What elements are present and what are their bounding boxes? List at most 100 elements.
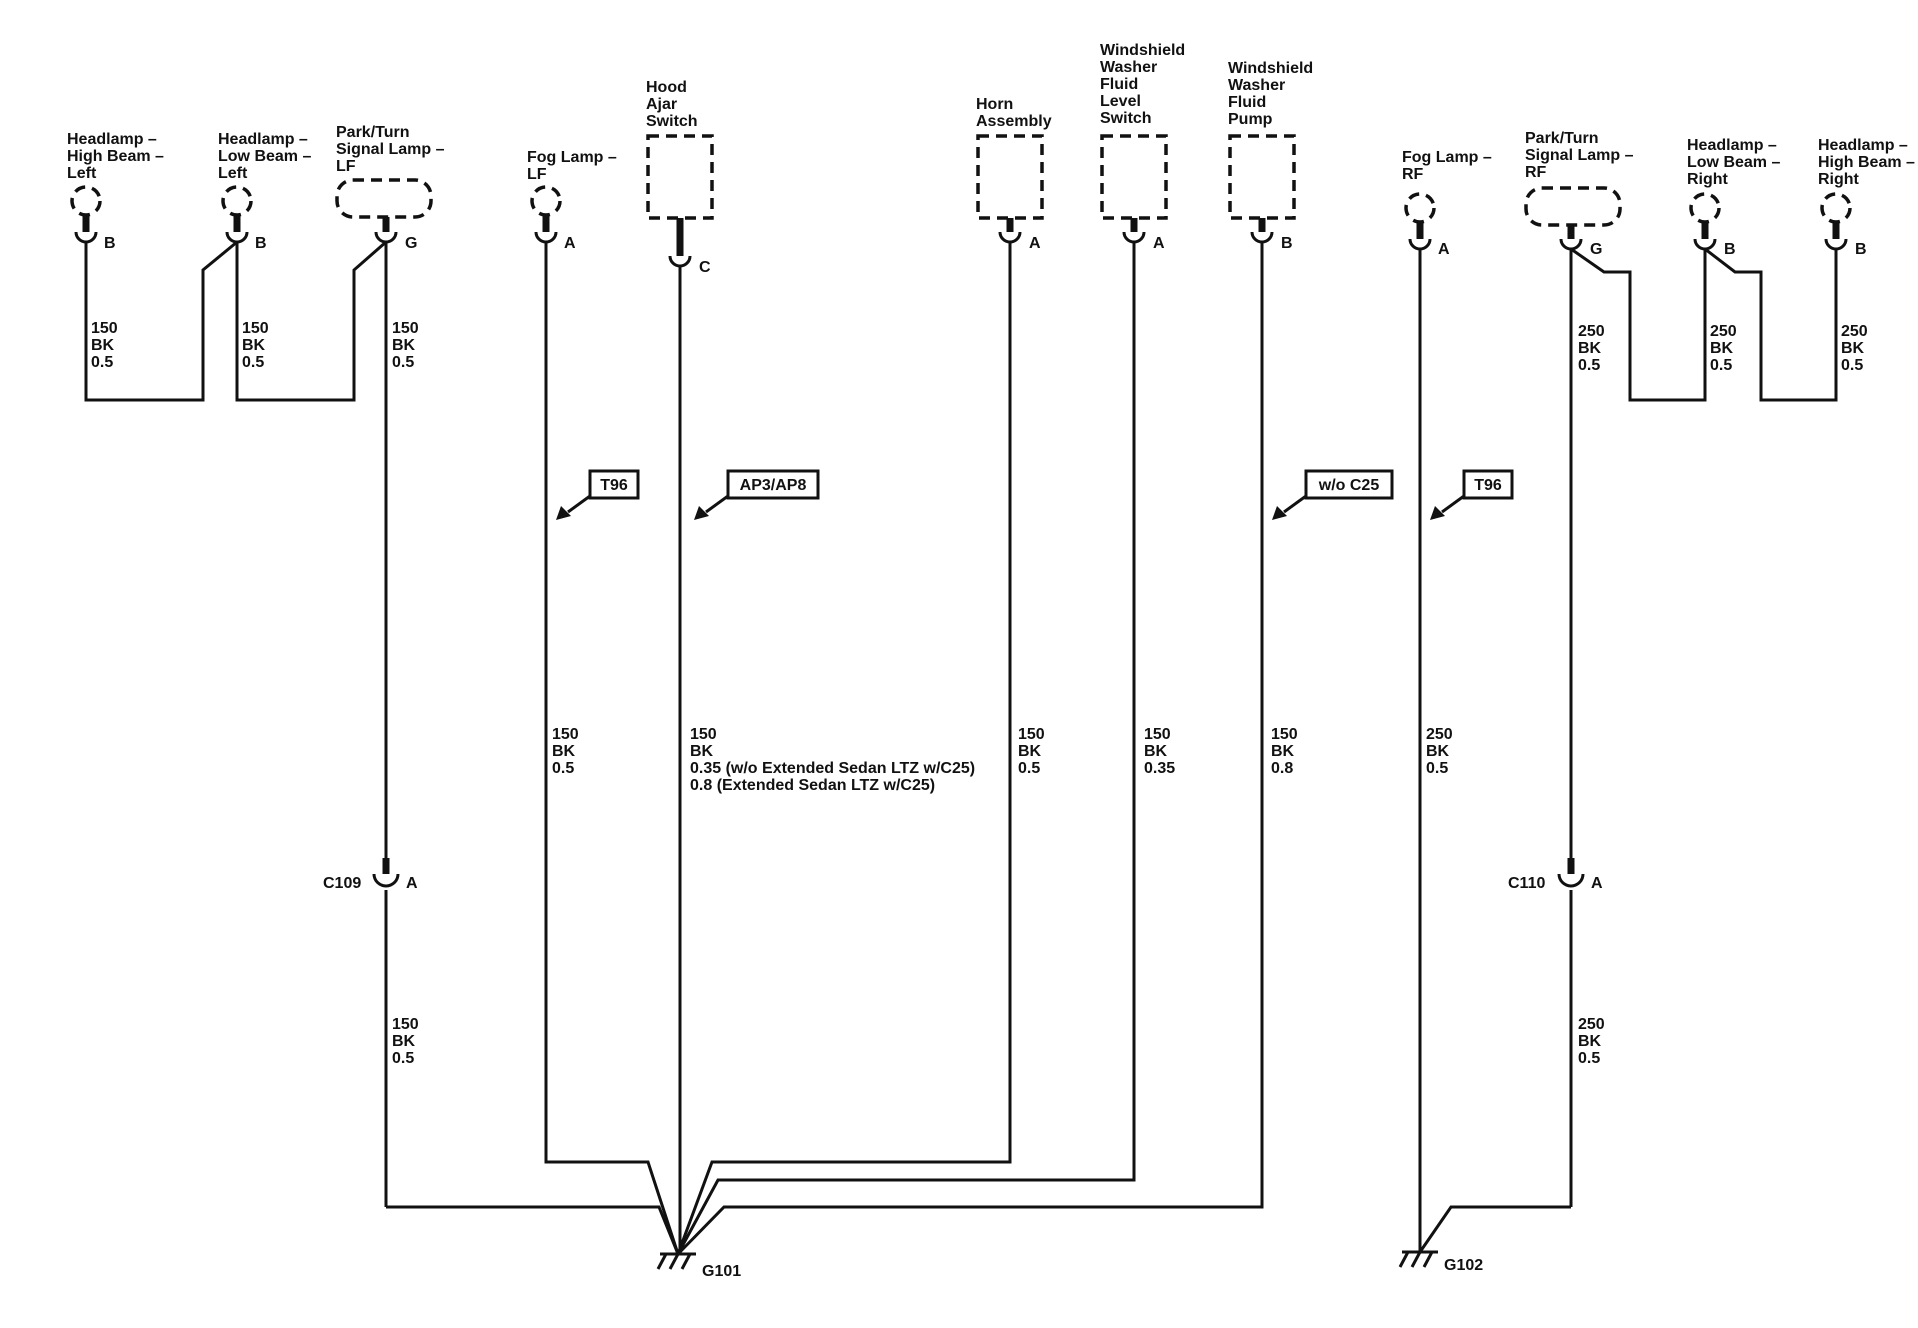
label-fog-lamp-rf: Fog Lamp –RF bbox=[1402, 149, 1492, 183]
pin-letter-fog-lamp-rf: A bbox=[1438, 241, 1450, 258]
park-turn-lf-symbol bbox=[335, 178, 433, 219]
label-line: RF bbox=[1402, 166, 1424, 183]
option-tag-fog-rf: T96 bbox=[1474, 477, 1502, 494]
label-line: BK bbox=[1144, 743, 1168, 760]
label-line: 0.35 (w/o Extended Sedan LTZ w/C25) bbox=[690, 760, 975, 777]
label-line: BK bbox=[690, 743, 714, 760]
horn-assembly-symbol bbox=[976, 134, 1044, 220]
label-line: Low Beam – bbox=[218, 148, 311, 165]
label-line: High Beam – bbox=[67, 148, 164, 165]
label-line: Horn bbox=[976, 96, 1013, 113]
label-line: 0.5 bbox=[392, 1050, 414, 1067]
option-tag-fog-lf: T96 bbox=[600, 477, 628, 494]
label-line: 150 bbox=[1018, 726, 1045, 743]
headlamp-high-beam-left-symbol bbox=[70, 185, 102, 217]
label-line: 0.5 bbox=[1426, 760, 1448, 777]
fog-lamp-lf-symbol bbox=[530, 185, 562, 217]
label-headlamp-low-beam-left: Headlamp –Low Beam –Left bbox=[218, 131, 311, 182]
label-line: Ajar bbox=[646, 96, 677, 113]
washer-level-switch-symbol bbox=[1100, 134, 1168, 220]
label-line: Right bbox=[1687, 171, 1729, 188]
label-fog-lamp-lf: Fog Lamp –LF bbox=[527, 149, 617, 183]
terminal-washer-pump bbox=[1250, 231, 1274, 244]
terminal-fog-lamp-rf bbox=[1408, 238, 1432, 251]
label-line: BK bbox=[1426, 743, 1450, 760]
pin-letter-park-turn-lf: G bbox=[405, 235, 417, 252]
headlamp-high-beam-right-symbol bbox=[1820, 192, 1852, 224]
label-line: 0.35 bbox=[1144, 760, 1175, 777]
label-line: BK bbox=[242, 337, 266, 354]
option-tag-pump-box bbox=[1304, 469, 1394, 500]
label-line: Fog Lamp – bbox=[527, 149, 617, 166]
terminal-headlamp-high-right bbox=[1824, 238, 1848, 251]
label-line: Headlamp – bbox=[1687, 137, 1777, 154]
label-line: 150 bbox=[552, 726, 579, 743]
wire-washer-level bbox=[676, 242, 1136, 1255]
ground-g102-symbol bbox=[1398, 1250, 1438, 1268]
label-line: 0.5 bbox=[552, 760, 574, 777]
label-line: BK bbox=[1018, 743, 1042, 760]
wire-headlamp-low-right bbox=[1570, 247, 1707, 402]
option-arrowhead-fog-rf bbox=[1430, 506, 1445, 520]
label-line: Low Beam – bbox=[1687, 154, 1780, 171]
label-line: Fluid bbox=[1228, 94, 1266, 111]
c109-name: C109 bbox=[323, 875, 361, 892]
label-line: 0.5 bbox=[1841, 357, 1863, 374]
c109-pin: A bbox=[406, 875, 418, 892]
label-line: Washer bbox=[1228, 77, 1285, 94]
c110-pin: A bbox=[1591, 875, 1603, 892]
label-line: BK bbox=[1271, 743, 1295, 760]
ground-g101-label: G101 bbox=[702, 1263, 741, 1280]
wire-headlamp-high-right bbox=[1704, 247, 1838, 402]
option-arrow-pump bbox=[1283, 494, 1307, 514]
label-line: 0.8 (Extended Sedan LTZ w/C25) bbox=[690, 777, 935, 794]
label-line: 150 bbox=[690, 726, 717, 743]
pin-letter-hood-ajar: C bbox=[699, 259, 711, 276]
pin-letter-park-turn-rf: G bbox=[1590, 241, 1602, 258]
label-line: 150 bbox=[91, 320, 118, 337]
label-headlamp-high-beam-left: Headlamp –High Beam –Left bbox=[67, 131, 164, 182]
option-arrow-hood bbox=[705, 494, 729, 514]
option-tag-fog-lf-box bbox=[588, 469, 640, 500]
ground-g102-label: G102 bbox=[1444, 1257, 1483, 1274]
terminal-headlamp-low-left bbox=[225, 231, 249, 244]
label-line: BK bbox=[392, 1033, 416, 1050]
wire-park-turn-lf-to-g101 bbox=[386, 1205, 680, 1255]
pin-letter-headlamp-low-left: B bbox=[255, 235, 267, 252]
label-line: 250 bbox=[1710, 323, 1737, 340]
pin-letter-fog-lamp-lf: A bbox=[564, 235, 576, 252]
label-headlamp-high-beam-right: Headlamp –High Beam –Right bbox=[1818, 137, 1915, 188]
option-arrowhead-fog-lf bbox=[556, 506, 571, 520]
label-line: 0.5 bbox=[1710, 357, 1732, 374]
label-line: 150 bbox=[1144, 726, 1171, 743]
label-line: 150 bbox=[392, 320, 419, 337]
label-line: Hood bbox=[646, 79, 687, 96]
pin-letter-washer-pump: B bbox=[1281, 235, 1293, 252]
label-line: Assembly bbox=[976, 113, 1052, 130]
label-line: 150 bbox=[242, 320, 269, 337]
option-tag-pump: w/o C25 bbox=[1318, 477, 1380, 494]
wire-washer-pump bbox=[676, 242, 1264, 1256]
label-line: Signal Lamp – bbox=[336, 141, 445, 158]
label-line: 0.5 bbox=[392, 354, 414, 371]
label-line: BK bbox=[1841, 340, 1865, 357]
label-line: BK bbox=[552, 743, 576, 760]
fog-lamp-rf-symbol bbox=[1404, 192, 1436, 224]
label-line: 0.5 bbox=[1578, 357, 1600, 374]
label-line: 0.5 bbox=[1018, 760, 1040, 777]
